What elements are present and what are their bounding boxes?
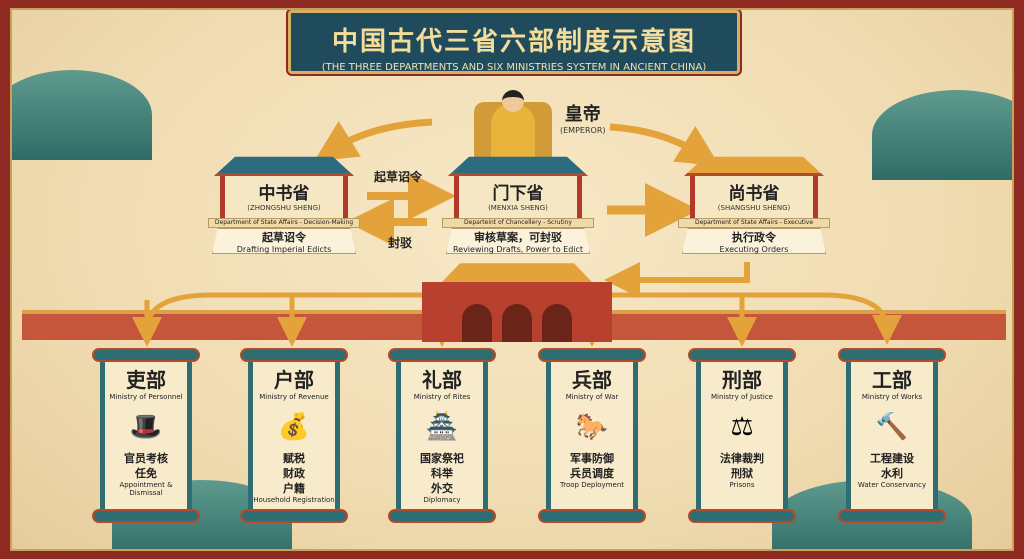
palace-gate bbox=[422, 260, 612, 342]
diagram-canvas: 中国古代三省六部制度示意图 (THE THREE DEPARTMENTS AND… bbox=[10, 8, 1014, 551]
dept-role: Department of State Affairs - Decision-M… bbox=[208, 218, 360, 228]
scroll-rod-bottom bbox=[688, 509, 796, 523]
arrow-emperor-to-zhongshu bbox=[314, 118, 433, 162]
dept-zhongshu: 中书省(ZHONGSHU SHENG) Department of State … bbox=[208, 152, 360, 254]
dept-duty-en: Drafting Imperial Edicts bbox=[236, 245, 332, 254]
ministry-duty-zh: 外交 bbox=[431, 482, 453, 495]
scroll-rod-top bbox=[92, 348, 200, 362]
ministry-en: Ministry of Revenue bbox=[259, 393, 329, 401]
page-subtitle: (THE THREE DEPARTMENTS AND SIX MINISTRIE… bbox=[321, 62, 707, 73]
ministry-duty-zh: 国家祭祀 bbox=[420, 452, 464, 465]
dept-duty-zh: 执行政令 bbox=[732, 231, 776, 244]
ministry-scroll: 兵部 Ministry of War 🐎 军事防御兵员调度 Troop Deplo… bbox=[538, 348, 646, 523]
dept-name: 尚书省 bbox=[728, 184, 780, 204]
ministry-duty-zh: 兵员调度 bbox=[570, 467, 614, 480]
ministry-name: 兵部 bbox=[572, 368, 612, 392]
ministry-duty-zh: 赋税 bbox=[283, 452, 305, 465]
dept-duty-zh: 审核草案，可封驳 bbox=[474, 231, 562, 244]
scroll-rod-bottom bbox=[388, 509, 496, 523]
ministry-en: Ministry of War bbox=[565, 393, 619, 401]
emperor-label: 皇帝 (EMPEROR) bbox=[560, 100, 606, 135]
dept-pinyin: (ZHONGSHU SHENG) bbox=[247, 204, 321, 212]
ministry-duty-en: Household Registration bbox=[253, 496, 335, 504]
temple-books-icon: 🏯 bbox=[425, 412, 459, 442]
dept-duty-zh: 起草诏令 bbox=[262, 231, 306, 244]
dept-pinyin: (MENXIA SHENG) bbox=[488, 204, 548, 212]
mountain-left bbox=[12, 70, 152, 160]
ministry-name: 刑部 bbox=[722, 368, 762, 392]
ministry-duty-zh: 工程建设 bbox=[870, 452, 914, 465]
dept-menxia: 门下省(MENXIA SHENG) Departeint of Chancell… bbox=[442, 152, 594, 254]
arrow-emperor-to-shangshu bbox=[609, 123, 720, 167]
emperor-zh: 皇帝 bbox=[564, 104, 601, 125]
ministry-duty-zh: 法律裁判 bbox=[720, 452, 764, 465]
ministry-name: 户部 bbox=[274, 368, 314, 392]
scroll-rod-bottom bbox=[538, 509, 646, 523]
scroll-rod-top bbox=[538, 348, 646, 362]
scroll-rod-bottom bbox=[240, 509, 348, 523]
dept-shangshu: 尚书省(SHANGSHU SHENG) Department of State … bbox=[678, 152, 830, 254]
ministry-en: Ministry of Justice bbox=[711, 393, 773, 401]
title-banner: 中国古代三省六部制度示意图 (THE THREE DEPARTMENTS AND… bbox=[288, 10, 740, 74]
scroll-rod-bottom bbox=[92, 509, 200, 523]
official-hat-icon: 🎩 bbox=[129, 412, 163, 442]
ministry-duty-zh: 户籍 bbox=[283, 482, 305, 495]
ministry-duty-zh: 水利 bbox=[881, 467, 903, 480]
ministry-duty-en: Prisons bbox=[729, 481, 755, 489]
ministry-scroll: 刑部 Ministry of Justice ⚖ 法律裁判刑狱 Prisons bbox=[688, 348, 796, 523]
emperor-en: (EMPEROR) bbox=[560, 126, 606, 135]
dept-name: 中书省 bbox=[258, 184, 310, 204]
ministry-scroll: 户部 Ministry of Revenue 💰 赋税财政户籍 Household… bbox=[240, 348, 348, 523]
flow-label-reject: 封驳 bbox=[388, 236, 413, 250]
flow-label-draft: 起草诏令 bbox=[374, 170, 423, 184]
spears-horse-icon: 🐎 bbox=[575, 412, 609, 442]
dept-duty-en: Reviewing Drafts, Power to Edict bbox=[452, 245, 584, 254]
ministry-scroll: 吏部 Ministry of Personnel 🎩 官员考核任免 Appoint… bbox=[92, 348, 200, 523]
page-title: 中国古代三省六部制度示意图 bbox=[331, 27, 696, 57]
ministry-duty-zh: 军事防御 bbox=[570, 452, 614, 465]
ministry-name: 吏部 bbox=[126, 368, 166, 392]
dept-role: Department of State Affairs - Executive bbox=[678, 218, 830, 228]
mountain-right bbox=[872, 90, 1012, 180]
ministry-duty-en: Appointment & Dismissal bbox=[119, 481, 173, 497]
ministry-duty-zh: 财政 bbox=[283, 467, 305, 480]
dept-duty-en: Executing Orders bbox=[719, 245, 789, 254]
money-bags-grain-icon: 💰 bbox=[277, 412, 311, 442]
scroll-rod-top bbox=[240, 348, 348, 362]
scroll-rod-top bbox=[388, 348, 496, 362]
ministry-en: Ministry of Works bbox=[861, 393, 923, 401]
ministry-duty-en: Diplomacy bbox=[423, 496, 461, 504]
ministry-scroll: 礼部 Ministry of Rites 🏯 国家祭祀科举外交 Diplomacy bbox=[388, 348, 496, 523]
ministry-duty-en: Troop Deployment bbox=[559, 481, 625, 489]
ministry-duty-en: Water Conservancy bbox=[857, 481, 927, 489]
ministry-scroll: 工部 Ministry of Works 🔨 工程建设水利 Water Conse… bbox=[838, 348, 946, 523]
scroll-rod-bottom bbox=[838, 509, 946, 523]
dept-role: Departeint of Chancellery - Scrutiny bbox=[442, 218, 594, 228]
ministry-duty-zh: 官员考核 bbox=[124, 452, 168, 465]
ministry-name: 礼部 bbox=[422, 368, 462, 392]
hammer-wrench-icon: 🔨 bbox=[875, 412, 909, 442]
ministry-duty-zh: 科举 bbox=[431, 467, 453, 480]
ministry-en: Ministry of Rites bbox=[413, 393, 471, 401]
dept-name: 门下省 bbox=[492, 184, 544, 204]
ministry-duty-zh: 任免 bbox=[135, 467, 157, 480]
ministry-en: Ministry of Personnel bbox=[109, 393, 183, 401]
arrow-shangshu-down bbox=[604, 262, 750, 298]
scroll-rod-top bbox=[688, 348, 796, 362]
scroll-rod-top bbox=[838, 348, 946, 362]
dept-pinyin: (SHANGSHU SHENG) bbox=[717, 204, 791, 212]
ministry-name: 工部 bbox=[872, 368, 912, 392]
scales-law-scroll-icon: ⚖ bbox=[730, 412, 754, 442]
ministry-duty-zh: 刑狱 bbox=[731, 467, 753, 480]
